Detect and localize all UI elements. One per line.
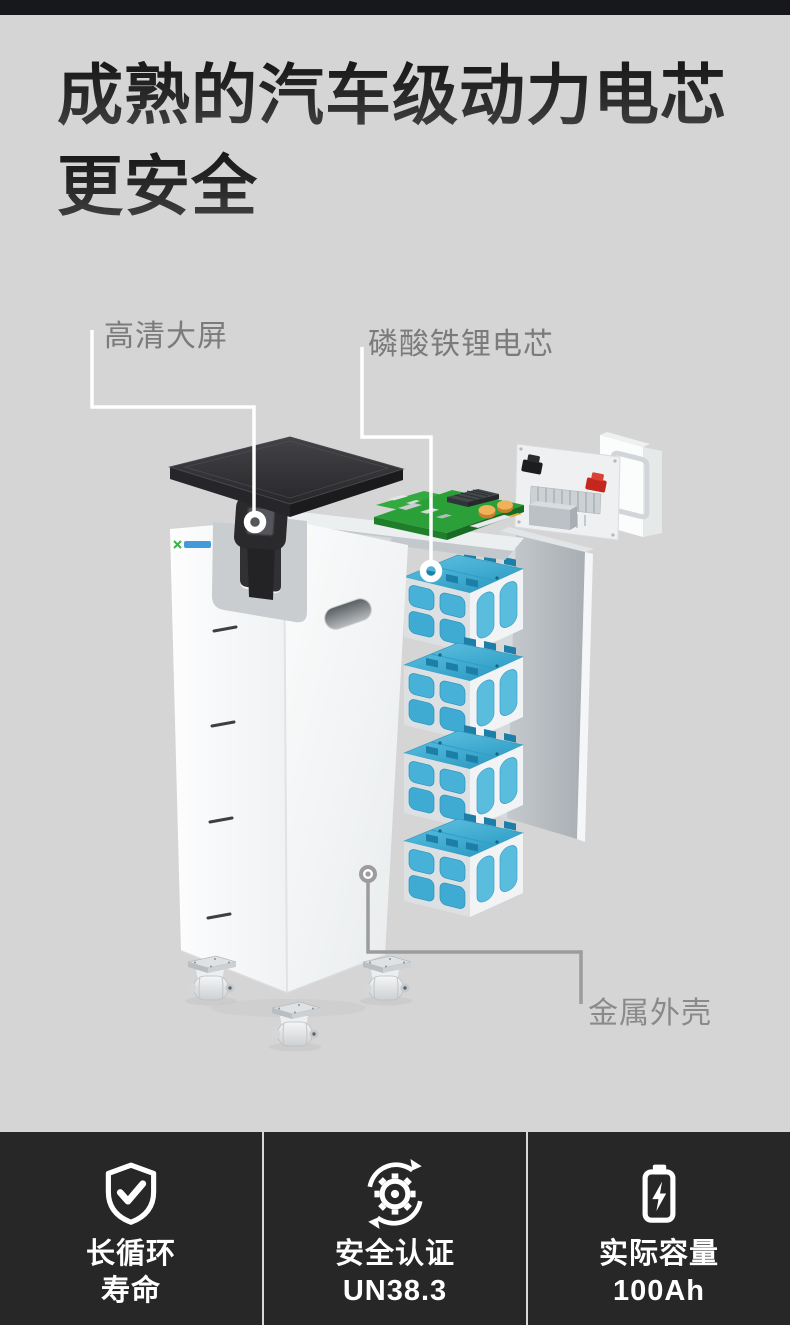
handle-slot: [324, 598, 372, 630]
callout-line-shell: [366, 882, 583, 1004]
feature-cycle-life: 长循环 寿命: [0, 1132, 262, 1325]
top-bar: [0, 0, 790, 15]
callout-lines: [90, 330, 583, 1004]
connector-assembly: [514, 432, 662, 541]
terminal-black: [521, 454, 543, 475]
feature-text: 长循环: [85, 1238, 176, 1270]
page-title: 成熟的汽车级动力电芯 更安全: [57, 50, 757, 232]
callout-marker-cell: [419, 559, 443, 583]
callout-line-cell: [360, 347, 433, 562]
callout-label-screen: 高清大屏: [104, 320, 228, 353]
feature-text: 实际容量: [598, 1238, 719, 1270]
cabinet: [170, 510, 524, 1052]
feature-bar: 长循环 寿命: [0, 1132, 790, 1325]
shield-check-icon: [105, 1162, 157, 1225]
feature-text: 寿命: [100, 1275, 161, 1307]
battery-bolt-icon: [642, 1164, 676, 1223]
feature-certification: 安全认证 UN38.3: [262, 1132, 526, 1325]
bms-board: [374, 489, 524, 540]
cycle-gear-icon: [367, 1159, 423, 1229]
callout-label-shell: 金属外壳: [588, 997, 712, 1030]
brand-logo: [173, 540, 211, 549]
vent-dashes: [206, 625, 238, 920]
feature-text: UN38.3: [342, 1275, 448, 1307]
title-line-2: 更安全: [57, 141, 757, 232]
callout-marker-screen: [243, 510, 267, 534]
feature-text: 安全认证: [334, 1238, 455, 1270]
callout-line-screen: [90, 330, 256, 512]
title-line-1: 成熟的汽车级动力电芯: [57, 50, 757, 141]
feature-capacity: 实际容量 100Ah: [526, 1132, 790, 1325]
terminal-red: [585, 472, 607, 493]
feature-text: 100Ah: [612, 1275, 706, 1307]
callout-label-cell: 磷酸铁锂电芯: [368, 328, 554, 361]
